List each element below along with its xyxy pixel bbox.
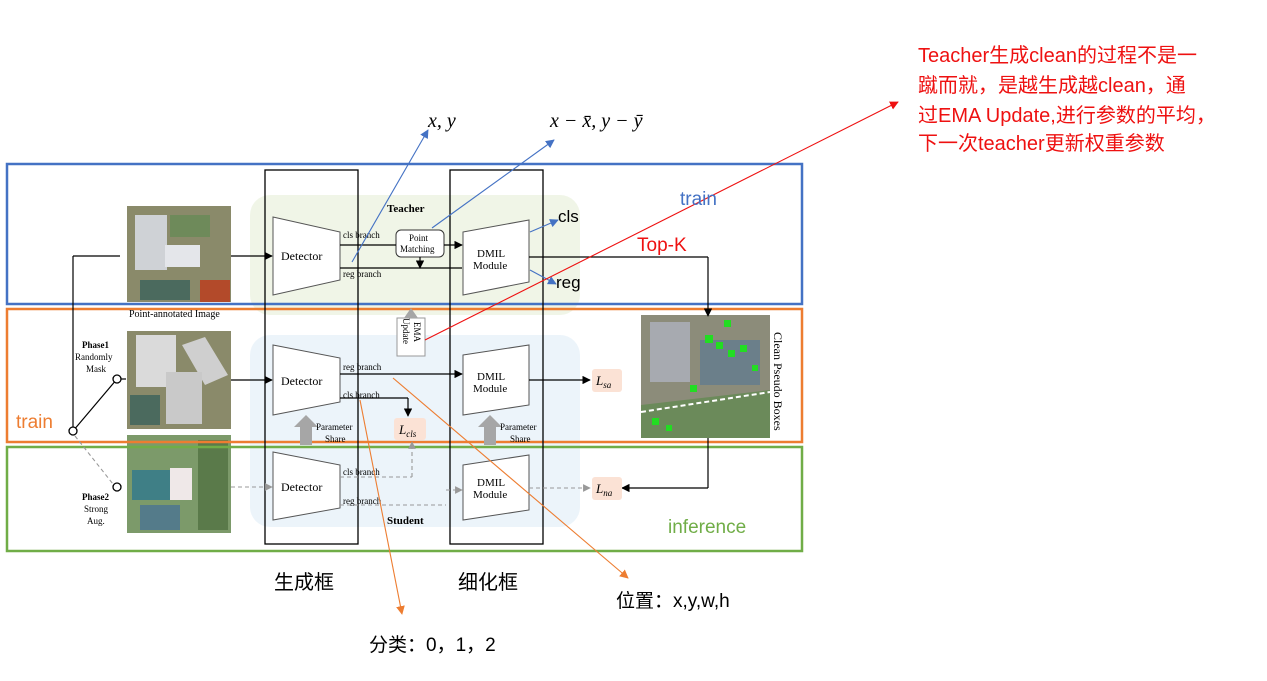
gen-box-label: 生成框 bbox=[274, 571, 334, 594]
student-detector-1-label: Detector bbox=[281, 374, 322, 388]
point-annotated-image bbox=[127, 206, 231, 302]
teacher-note: Teacher生成clean的过程不是一 蹴而就，是越生成越clean，通 过E… bbox=[918, 44, 1216, 155]
teacher-note-line2: 蹴而就，是越生成越clean，通 bbox=[918, 74, 1186, 97]
randomly-masked-image bbox=[127, 331, 231, 429]
loss-na-sub: na bbox=[603, 488, 613, 498]
classification-annotation: 分类：0，1，2 bbox=[369, 634, 496, 656]
phase2-line2: Aug. bbox=[87, 516, 105, 526]
loss-cls-box: Lcls bbox=[394, 418, 426, 440]
phase-switch-pivot bbox=[69, 427, 77, 435]
parameter-share-right-l1: Parameter bbox=[500, 422, 536, 432]
refine-box-label: 细化框 bbox=[458, 571, 518, 594]
phase1-line1: Randomly bbox=[75, 352, 113, 362]
phase2-line1: Strong bbox=[84, 504, 109, 514]
student-reg-branch-1: reg branch bbox=[343, 362, 382, 372]
student-detector-2-label: Detector bbox=[281, 480, 322, 494]
train-top-label: train bbox=[680, 189, 717, 210]
teacher-cls-branch: cls branch bbox=[343, 230, 380, 240]
teacher-detector-label: Detector bbox=[281, 249, 322, 263]
point-matching-l2: Matching bbox=[400, 244, 435, 254]
reg-annotation: reg bbox=[556, 273, 581, 292]
parameter-share-right-l2: Share bbox=[510, 434, 531, 444]
loss-sa-sub: sa bbox=[603, 380, 612, 390]
point-matching-l1: Point bbox=[409, 233, 429, 243]
student-dmil-2: DMIL Module bbox=[463, 455, 529, 520]
point-annotated-image-caption: Point-annotated Image bbox=[129, 309, 220, 320]
student-dmil-1: DMIL Module bbox=[463, 345, 529, 415]
student-dmil-1-l2: Module bbox=[473, 383, 507, 395]
student-reg-branch-2: reg branch bbox=[343, 496, 382, 506]
loss-sa-box: Lsa bbox=[592, 369, 622, 392]
loss-cls-main: L bbox=[398, 422, 406, 437]
phase2-switch-node bbox=[113, 483, 121, 491]
clean-pseudo-boxes-image bbox=[641, 315, 770, 438]
student-dmil-1-l1: DMIL bbox=[477, 371, 505, 383]
parameter-share-left-l2: Share bbox=[325, 434, 346, 444]
loss-sa-main: L bbox=[595, 373, 603, 388]
phase1-line2: Mask bbox=[86, 364, 106, 374]
loss-na-main: L bbox=[595, 481, 603, 496]
teacher-note-line4: 下一次teacher更新权重参数 bbox=[918, 132, 1165, 155]
student-title: Student bbox=[387, 515, 424, 527]
point-matching-box: Point Matching bbox=[396, 230, 444, 257]
teacher-dmil-l1: DMIL bbox=[477, 248, 505, 260]
teacher-dmil-l2: Module bbox=[473, 260, 507, 272]
student-dmil-2-l2: Module bbox=[473, 489, 507, 501]
parameter-share-left-l1: Parameter bbox=[316, 422, 352, 432]
x-minus-mean-annotation: x − x̄, y − ȳ bbox=[549, 110, 644, 132]
teacher-note-line1: Teacher生成clean的过程不是一 bbox=[918, 44, 1197, 67]
update-label: Update bbox=[401, 318, 411, 344]
ema-label: EMA bbox=[412, 322, 422, 343]
student-dmil-2-l1: DMIL bbox=[477, 477, 505, 489]
train-left-label: train bbox=[16, 412, 53, 433]
position-annotation: 位置：x,y,w,h bbox=[616, 590, 730, 612]
xy-annotation: x, y bbox=[427, 110, 456, 132]
phase1-title: Phase1 bbox=[82, 340, 110, 350]
teacher-reg-branch: reg branch bbox=[343, 269, 382, 279]
phase2-title: Phase2 bbox=[82, 492, 110, 502]
phase1-switch-node bbox=[113, 375, 121, 383]
top-k-annotation: Top-K bbox=[637, 235, 687, 256]
cls-annotation: cls bbox=[558, 207, 579, 226]
student-cls-branch-1: cls branch bbox=[343, 390, 380, 400]
inference-label: inference bbox=[668, 517, 746, 538]
teacher-dmil: DMIL Module bbox=[463, 220, 529, 295]
teacher-note-line3: 过EMA Update,进行参数的平均， bbox=[918, 104, 1216, 127]
loss-cls-sub: cls bbox=[406, 429, 416, 439]
strong-augmented-image bbox=[127, 435, 231, 533]
loss-na-box: Lna bbox=[592, 477, 622, 500]
clean-pseudo-boxes-caption: Clean Pseudo Boxes bbox=[771, 332, 785, 431]
teacher-title: Teacher bbox=[387, 203, 425, 215]
ema-update-box: EMA Update bbox=[397, 308, 425, 356]
